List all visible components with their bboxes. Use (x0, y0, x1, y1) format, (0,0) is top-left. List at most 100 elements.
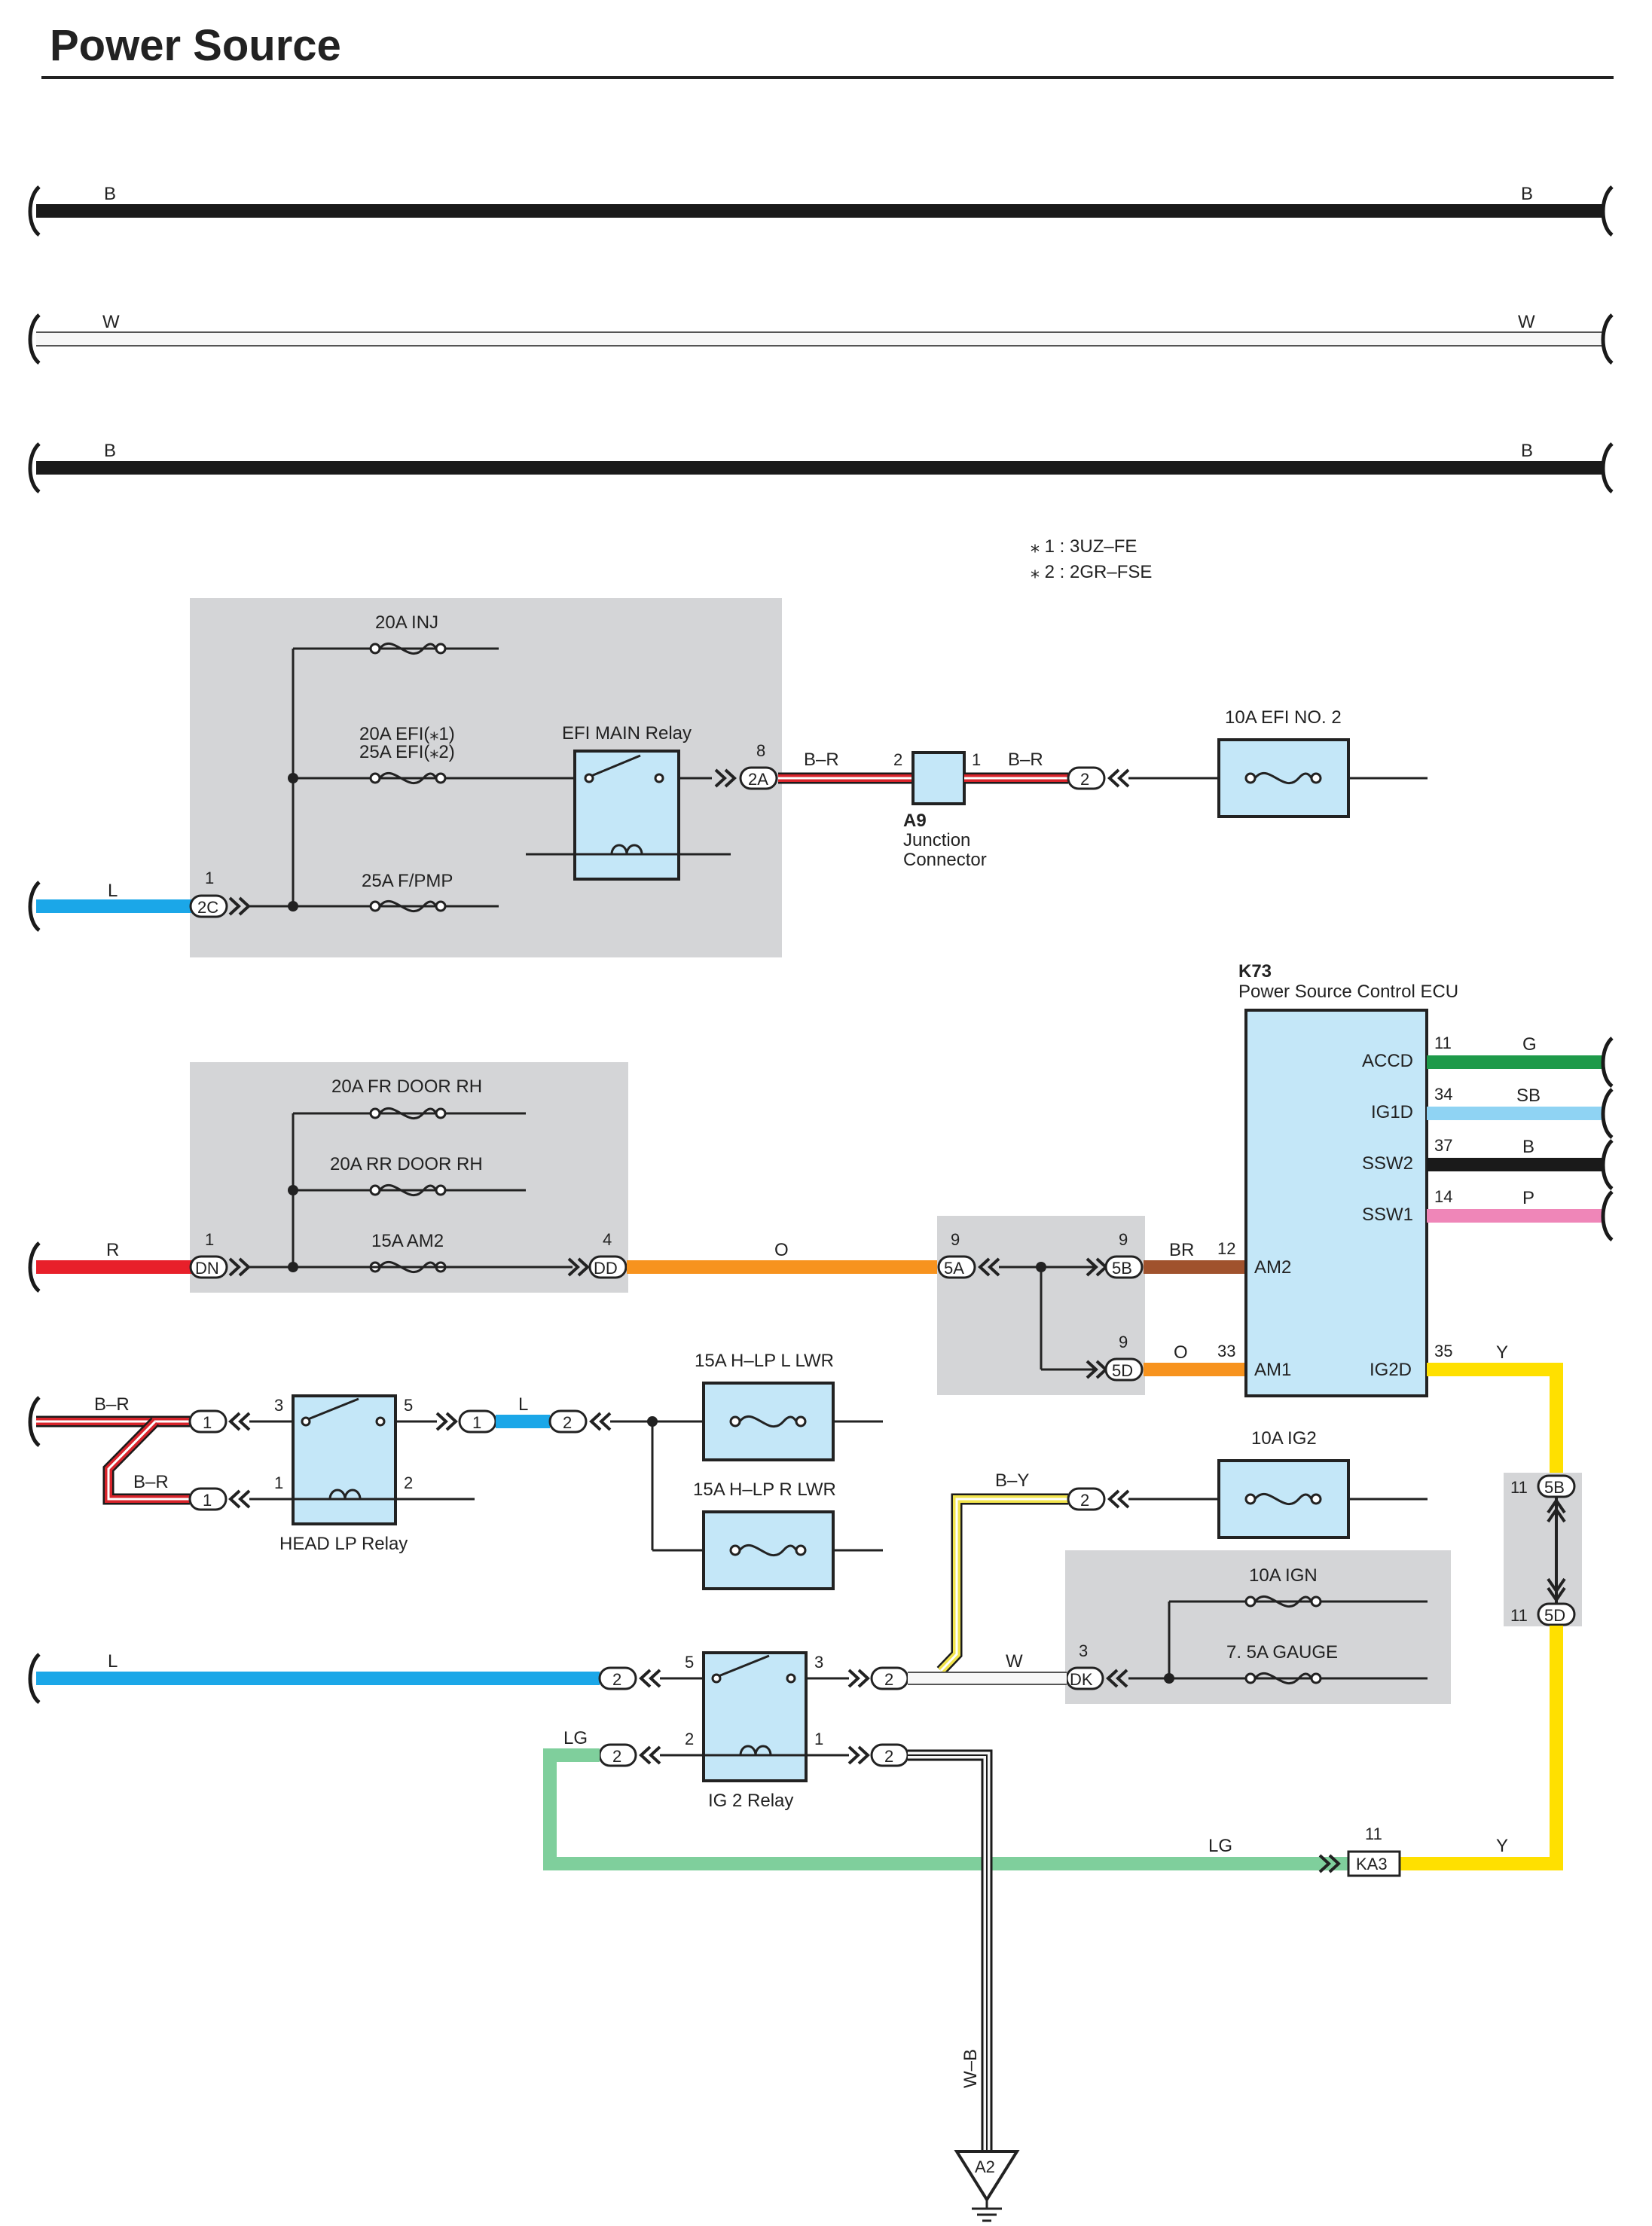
top-wire-3: B B (28, 441, 1614, 493)
top-wire-1: B B (28, 184, 1614, 237)
fuse-ign: 10A IGN (1244, 1565, 1322, 1608)
svg-text:12: 12 (1217, 1239, 1235, 1258)
fuse-label: 10A IGN (1249, 1565, 1318, 1586)
break-mark-left (28, 1241, 41, 1293)
wire-label: L (108, 881, 118, 901)
wire-label: B–Y (995, 1470, 1029, 1491)
svg-text:4: 4 (603, 1230, 612, 1249)
connector-2-ig2-out1: 2 (847, 1743, 909, 1767)
svg-text:5B: 5B (1544, 1478, 1565, 1497)
ig2-relay: 5 3 2 1 IG 2 Relay (685, 1651, 823, 1811)
svg-text:3: 3 (274, 1396, 283, 1415)
connector-dn: DN 1 (189, 1230, 251, 1279)
connector-2-ig2-left: 2 (598, 1666, 661, 1690)
svg-text:1: 1 (203, 1491, 212, 1510)
page-title: Power Source (50, 21, 341, 70)
svg-text:Connector: Connector (903, 850, 987, 870)
fuse-label: 20A RR DOOR RH (330, 1154, 483, 1174)
wire-label: SB (1516, 1086, 1541, 1106)
svg-text:33: 33 (1217, 1342, 1235, 1360)
break-mark-left (28, 185, 41, 237)
wire-label: O (1174, 1342, 1188, 1363)
wire-label: L (518, 1394, 528, 1415)
svg-text:5B: 5B (1112, 1259, 1132, 1278)
svg-text:Junction: Junction (903, 830, 970, 850)
svg-text:2: 2 (685, 1730, 694, 1748)
wire-label: BR (1169, 1240, 1194, 1260)
break-mark-left (28, 442, 41, 493)
svg-text:2A: 2A (748, 770, 768, 789)
ground-a2: A2 (954, 2150, 1020, 2222)
fuse-label: 25A EFI(⁎2) (359, 742, 455, 762)
break-mark-left (28, 881, 41, 932)
break-mark-left (28, 313, 41, 365)
connector-2a: 2A 8 (714, 741, 778, 790)
head-lp-relay: 3 5 1 2 HEAD LP Relay (274, 1394, 475, 1554)
wire-label: W–B (960, 2049, 981, 2088)
wire-label: P (1522, 1188, 1534, 1208)
wire-label: B–R (804, 750, 839, 770)
fuse-fpmp: 25A F/PMP (362, 871, 453, 913)
fuse-gauge: 7. 5A GAUGE (1226, 1642, 1338, 1685)
svg-text:IG2D: IG2D (1370, 1360, 1412, 1380)
wire-label: LG (1208, 1836, 1232, 1856)
wire-label: G (1522, 1034, 1537, 1055)
wire-label: Y (1496, 1836, 1508, 1856)
svg-text:1: 1 (972, 750, 981, 769)
svg-text:IG1D: IG1D (1371, 1102, 1413, 1122)
svg-text:5: 5 (404, 1396, 413, 1415)
svg-text:1: 1 (472, 1413, 481, 1432)
svg-text:37: 37 (1434, 1136, 1452, 1155)
fuse-label: 15A AM2 (371, 1231, 444, 1251)
connector-2-hlp: 2 (548, 1409, 612, 1434)
svg-text:9: 9 (951, 1230, 960, 1249)
svg-text:ACCD: ACCD (1362, 1051, 1413, 1071)
fuse-fr-door: 20A FR DOOR RH (331, 1076, 482, 1120)
fuse-hlp-l: 15A H–LP L LWR (695, 1351, 835, 1461)
wire-label: B–R (133, 1472, 169, 1492)
svg-text:2: 2 (884, 1747, 893, 1766)
svg-text:11: 11 (1365, 1824, 1382, 1843)
wire-label: R (106, 1240, 119, 1260)
svg-text:2: 2 (884, 1670, 893, 1689)
break-mark-right (1601, 185, 1614, 237)
relay-block-2 (190, 1062, 628, 1293)
wire-label: B (104, 184, 116, 204)
svg-text:2: 2 (1080, 1491, 1089, 1510)
connector-5b: 5B 9 (1086, 1230, 1144, 1279)
fuse-ig2: 10A IG2 (1217, 1428, 1350, 1539)
svg-text:14: 14 (1434, 1187, 1452, 1206)
connector-ka3: KA3 11 (1318, 1824, 1401, 1877)
wire-label: B (1521, 184, 1533, 204)
wire-label: B (104, 441, 116, 461)
break-mark-left (28, 1653, 41, 1704)
relay-coil (610, 844, 643, 855)
svg-text:2: 2 (612, 1670, 621, 1689)
fuse-label: 15A H–LP R LWR (693, 1479, 836, 1500)
wire-label: L (108, 1651, 118, 1672)
svg-text:1: 1 (205, 1230, 214, 1249)
svg-text:1: 1 (814, 1730, 823, 1748)
fuse-rr-door: 20A RR DOOR RH (330, 1154, 483, 1197)
fuse-hlp-r: 15A H–LP R LWR (693, 1479, 836, 1590)
svg-text:2: 2 (563, 1413, 572, 1432)
connector-2-efi: 2 (1067, 766, 1130, 790)
wire-label: Y (1496, 1342, 1508, 1363)
fuse-label: 10A IG2 (1251, 1428, 1317, 1449)
svg-text:A9: A9 (903, 811, 927, 831)
fuse-label: 20A EFI(⁎1) (359, 724, 455, 744)
connector-2-ig2: 2 (1067, 1487, 1130, 1511)
junction-a9: 2 1 A9 Junction Connector (893, 750, 987, 870)
wire-label: B–R (1008, 750, 1043, 770)
fuse-label: 10A EFI NO. 2 (1225, 707, 1342, 728)
connector-2c: 2C 1 (189, 869, 251, 918)
svg-text:11: 11 (1434, 1034, 1452, 1052)
svg-text:2: 2 (404, 1473, 413, 1492)
connector-dd: DD 4 (567, 1230, 628, 1279)
svg-text:35: 35 (1434, 1342, 1452, 1360)
connector-1-hlp-bottom: 1 (188, 1487, 251, 1511)
svg-text:2C: 2C (197, 898, 218, 917)
connector-5a: 5A 9 (937, 1230, 1000, 1279)
fuse-label: 7. 5A GAUGE (1226, 1642, 1338, 1663)
